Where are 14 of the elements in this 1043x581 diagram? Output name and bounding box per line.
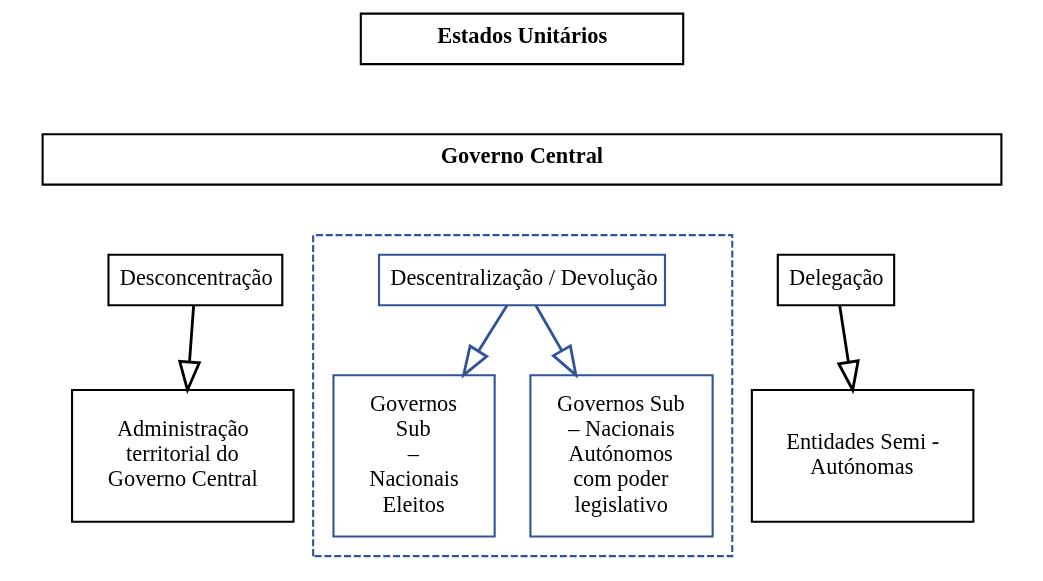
- arrow: [534, 304, 578, 379]
- arrow: [460, 304, 508, 379]
- node-box: Estados Unitários: [359, 12, 684, 66]
- node-box: Entidades Semi - Autónomas: [750, 388, 974, 523]
- node-box: Delegação: [776, 253, 895, 307]
- node-box: Governo Central: [41, 133, 1002, 186]
- arrow: [836, 305, 860, 395]
- node-box: Descentralização / Devolução: [377, 253, 666, 307]
- cluster: [311, 234, 733, 558]
- node-box: Administração territorial do Governo Central: [70, 388, 295, 523]
- arrow: [177, 305, 201, 395]
- node-box: Desconcentração: [106, 253, 283, 307]
- node-box: Governos Sub – Nacionais Eleitos: [331, 374, 496, 538]
- node-box: Governos Sub – Nacionais Autónomos com poder legislativo: [528, 374, 714, 538]
